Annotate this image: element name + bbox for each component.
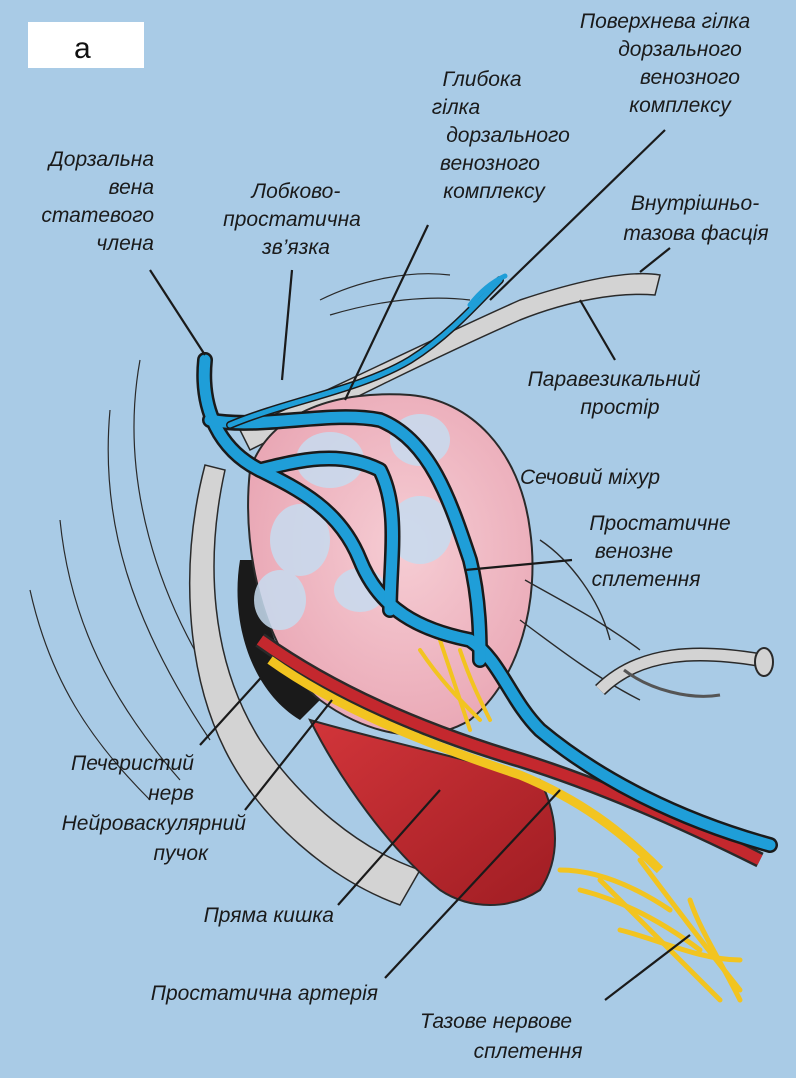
label-line: Простатична артерія [151, 982, 378, 1005]
leader-cavernous-nerve [199, 669, 269, 746]
label-endopelvic-fascia: Внутрішньо- тазова фасція [623, 192, 768, 245]
leader-puboprostatic [280, 269, 294, 381]
label-line: Паравезикальний [528, 368, 701, 391]
dorsal-venous-complex [196, 273, 778, 853]
label-line: Нейроваскулярний [62, 812, 247, 835]
label-line: Печеристий [71, 752, 194, 775]
leader-lines [149, 129, 691, 1001]
label-line: члена [96, 232, 154, 255]
label-line: простір [580, 396, 659, 419]
label-neurovascular-bundle: Нейроваскулярний пучок [62, 812, 247, 865]
label-line: венозного [440, 152, 540, 175]
label-cavernous-nerve: Печеристий нерв [71, 752, 194, 805]
label-line: сплетення [474, 1040, 583, 1063]
leader-endopelvic [639, 247, 671, 273]
leader-neurovascular [244, 699, 333, 811]
label-line: простатична [223, 208, 361, 231]
label-line: Дорзальна [47, 148, 154, 171]
panel-letter: а [74, 32, 91, 65]
pelvic-nerve-plexus [557, 857, 743, 1003]
leader-rectum [337, 789, 441, 906]
label-dorsal-penile-vein: Дорзальна вена статевого члена [41, 148, 154, 255]
label-line: Глибока [442, 68, 521, 91]
label-line: венозного [640, 66, 740, 89]
prostate-lobe-highlights [254, 414, 452, 630]
label-line: гілка [432, 96, 480, 119]
label-line: статевого [41, 204, 154, 227]
leader-dorsal-vein [149, 269, 206, 356]
label-line: Внутрішньо- [631, 192, 759, 215]
label-line: нерв [148, 782, 194, 805]
label-deep-branch: Глибока гілка дорзального венозного комп… [432, 68, 570, 203]
label-prostatic-artery: Простатична артерія [151, 982, 378, 1005]
label-paravesical-space: Паравезикальний простір [528, 368, 701, 419]
leader-superficial [489, 129, 666, 301]
rectum [308, 718, 556, 906]
label-line: комплексу [629, 94, 732, 117]
label-rectum: Пряма кишка [204, 904, 334, 927]
label-line: Пряма кишка [204, 904, 334, 927]
pelvic-wall-lines [29, 273, 471, 801]
label-puboprostatic-ligament: Лобково- простатична зв’язка [223, 180, 361, 259]
label-bladder: Сечовий міхур [520, 466, 660, 489]
label-line: Простатичне [589, 512, 730, 535]
label-line: Поверхнева гілка [580, 10, 750, 33]
label-pelvic-nerve-plexus: Тазове нервове сплетення [420, 1010, 582, 1063]
label-line: комплексу [443, 180, 546, 203]
pelvic-fascia-left [188, 464, 422, 906]
leader-paravesical [579, 299, 616, 361]
label-prostatic-venous-plexus: Простатичне венозне сплетення [589, 512, 730, 591]
vas-deferens [595, 647, 774, 698]
label-line: сплетення [592, 568, 701, 591]
leader-pelvic-plexus [604, 934, 691, 1001]
leader-prostatic-artery [384, 789, 561, 979]
leader-deep [344, 224, 429, 401]
label-superficial-branch: Поверхнева гілка дорзального венозного к… [580, 10, 750, 117]
label-line: зв’язка [261, 236, 330, 259]
cavernous-nerve-branches [418, 638, 492, 732]
label-line: пучок [153, 842, 209, 865]
leader-venous-plexus [464, 558, 573, 572]
label-line: Тазове нервове [420, 1010, 572, 1033]
label-line: Лобково- [250, 180, 341, 203]
bladder-neck-structures [519, 539, 641, 701]
label-line: тазова фасція [623, 222, 768, 245]
label-line: венозне [595, 540, 673, 563]
label-line: дорзального [446, 124, 570, 147]
label-line: вена [109, 176, 154, 199]
panel-letter-box: а [28, 22, 144, 68]
label-line: Сечовий міхур [520, 466, 660, 489]
label-line: дорзального [618, 38, 742, 61]
